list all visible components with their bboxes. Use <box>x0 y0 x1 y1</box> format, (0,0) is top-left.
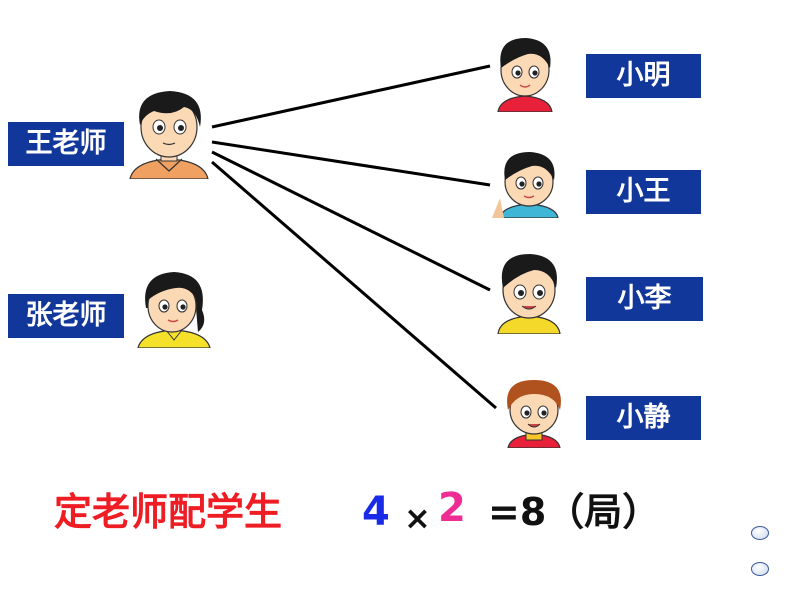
line-wang-jing <box>211 160 497 410</box>
student-ming-avatar <box>497 38 553 112</box>
student-xwang-avatar <box>492 152 559 218</box>
formula-factor-1: 4 <box>362 489 390 535</box>
formula-text: 定老师配学生 <box>54 490 283 534</box>
formula-times-sign: × <box>404 499 431 537</box>
formula-factor-2: 2 <box>438 485 466 531</box>
student-label-xwang: 小王 <box>586 170 701 214</box>
student-label-jing: 小静 <box>586 396 701 440</box>
teacher-wang-avatar <box>129 91 209 179</box>
student-label-li: 小李 <box>586 277 703 321</box>
line-wang-li <box>211 150 491 292</box>
line-wang-xwang <box>211 140 491 187</box>
nav-dot-1[interactable] <box>751 526 769 540</box>
student-jing-avatar <box>507 380 561 448</box>
teacher-zhang-avatar <box>137 272 211 348</box>
line-wang-ming <box>211 64 491 129</box>
teacher-label-zhang: 张老师 <box>8 294 124 338</box>
teacher-label-wang: 王老师 <box>8 122 124 166</box>
nav-dot-2[interactable] <box>751 562 769 576</box>
formula-result: =8（局） <box>488 490 661 534</box>
student-label-ming: 小明 <box>586 54 701 98</box>
student-li-avatar <box>497 254 561 334</box>
